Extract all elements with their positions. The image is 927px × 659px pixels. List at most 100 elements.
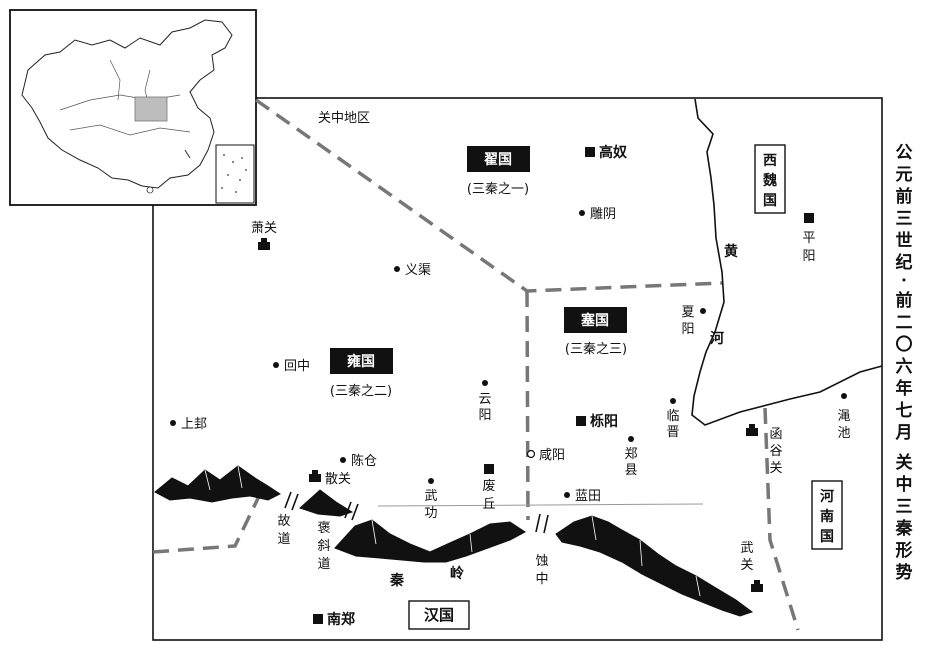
- svg-text:翟国: 翟国: [484, 152, 512, 168]
- title-c3: 前: [896, 186, 913, 207]
- title-c17: 三: [896, 497, 913, 517]
- svg-text:上邽: 上邽: [181, 417, 207, 432]
- shizhong-char-1: 蚀: [535, 554, 548, 569]
- castle-icon: [751, 580, 763, 592]
- svg-text:散关: 散关: [325, 472, 351, 487]
- henan-char-2: 南: [820, 508, 834, 525]
- baoxie-char-1: 褒: [317, 521, 330, 536]
- city-xianyang: 咸阳: [526, 448, 565, 463]
- title-c2: 元: [896, 165, 913, 185]
- svg-text:咸阳: 咸阳: [539, 448, 565, 463]
- svg-text:蓝田: 蓝田: [575, 489, 601, 504]
- title-c9: 二: [896, 313, 913, 333]
- pass-xiaoguan: 萧关: [251, 221, 277, 250]
- city-shanggui: 上邽: [170, 417, 207, 432]
- zhengxian-char-2: 县: [624, 463, 637, 478]
- feiqiu-char-2: 丘: [482, 497, 495, 512]
- svg-text:塞国: 塞国: [581, 312, 609, 329]
- qinling-mountains: [154, 465, 754, 617]
- svg-text:栎阳: 栎阳: [590, 413, 618, 430]
- svg-text:高奴: 高奴: [599, 144, 627, 161]
- xiayang-char-1: 夏: [681, 305, 694, 320]
- svg-text:回中: 回中: [284, 359, 310, 374]
- pingyang-char-2: 阳: [802, 249, 815, 264]
- river-char-2: 河: [710, 330, 724, 347]
- capital-gaonu: 高奴: [585, 144, 627, 161]
- state-boundaries: [152, 98, 800, 631]
- shizhong-char-2: 中: [535, 572, 548, 587]
- baoxie-char-3: 道: [317, 557, 330, 572]
- gudao-char-1: 故: [277, 514, 290, 529]
- pingyang-char-1: 平: [802, 231, 815, 246]
- pass-hanguguan: 函 谷 关: [746, 424, 783, 476]
- castle-icon: [746, 424, 758, 436]
- state-badge-yong: 雍国 (三秦之二): [330, 348, 393, 399]
- title-c13: 七: [896, 401, 913, 421]
- title-c7: ·: [901, 271, 907, 291]
- title-c1: 公: [896, 143, 913, 163]
- road-shizhong: 蚀 中: [535, 554, 548, 587]
- capital-feiqiu: 废 丘: [482, 464, 496, 512]
- map-title: 公 元 前 三 世 纪 · 前 二 〇 六 年 七 月 关 中 三 秦 形 势: [895, 143, 913, 583]
- inset-locator-map: [9, 9, 257, 206]
- state-badge-zhai: 翟国 (三秦之一): [467, 146, 530, 197]
- xiwei-char-1: 西: [763, 153, 777, 169]
- state-badge-henan: 河 南 国: [811, 480, 843, 550]
- inset-highlight: [134, 96, 168, 122]
- state-badge-sai: 塞国 (三秦之三): [564, 307, 627, 357]
- baoxie-char-2: 斜: [317, 539, 330, 554]
- title-c18: 秦: [896, 518, 913, 539]
- mountain-ridge-lines: [204, 465, 701, 597]
- linjin-char-2: 晋: [666, 425, 679, 440]
- yunyang-char-1: 云: [478, 392, 491, 407]
- henan-char-1: 河: [820, 488, 834, 505]
- city-mianchi: 渑 池: [837, 393, 851, 441]
- wugong-char-2: 功: [424, 506, 437, 521]
- state-badge-xiwei: 西 魏 国: [754, 144, 786, 214]
- yellow-river: [691, 98, 883, 426]
- wugong-char-1: 武: [424, 489, 437, 504]
- castle-icon: [258, 238, 270, 250]
- castle-icon: [309, 470, 321, 482]
- city-chencang: 陈仓: [340, 453, 377, 469]
- mountain-char-1: 秦: [389, 572, 405, 589]
- wei-river-line: [377, 503, 704, 507]
- capital-pingyang: 平 阳: [802, 213, 816, 264]
- title-c16: 中: [896, 474, 913, 495]
- svg-text:(三秦之三): (三秦之三): [565, 342, 627, 357]
- city-diaoyin: 雕阴: [579, 207, 616, 222]
- svg-text:义渠: 义渠: [405, 263, 431, 278]
- wuguan-char-1: 武: [740, 541, 753, 556]
- linjin-char-1: 临: [666, 409, 679, 424]
- pass-sanguan: 散关: [309, 470, 351, 487]
- title-c5: 世: [896, 231, 913, 251]
- svg-text:汉国: 汉国: [424, 606, 454, 624]
- svg-text:雕阴: 雕阴: [590, 207, 616, 222]
- hangu-char-1: 函: [769, 427, 782, 442]
- mianchi-char-2: 池: [837, 426, 850, 441]
- hangu-char-2: 谷: [769, 444, 782, 459]
- xiwei-char-2: 魏: [762, 172, 777, 189]
- title-c12: 年: [896, 378, 913, 399]
- title-c6: 纪: [896, 252, 913, 273]
- wuguan-char-2: 关: [740, 558, 753, 573]
- title-c20: 势: [896, 562, 913, 583]
- gudao-char-2: 道: [277, 532, 290, 547]
- svg-text:(三秦之二): (三秦之二): [330, 384, 392, 399]
- city-huizhong: 回中: [273, 359, 310, 374]
- city-wugong: 武 功: [424, 478, 438, 521]
- river-char-1: 黄: [724, 243, 738, 260]
- title-c19: 形: [896, 540, 913, 561]
- state-badge-han: 汉国: [408, 600, 470, 630]
- title-c11: 六: [896, 356, 913, 377]
- yunyang-char-2: 阳: [478, 408, 491, 423]
- road-gudao: 故 道: [277, 514, 290, 547]
- henan-char-3: 国: [820, 529, 834, 545]
- title-c10: 〇: [896, 335, 913, 355]
- title-c8: 前: [896, 290, 913, 311]
- svg-text:萧关: 萧关: [251, 221, 277, 236]
- svg-text:雍国: 雍国: [347, 353, 375, 370]
- zhengxian-char-1: 郑: [624, 447, 637, 462]
- pass-wuguan: 武 关: [740, 541, 763, 592]
